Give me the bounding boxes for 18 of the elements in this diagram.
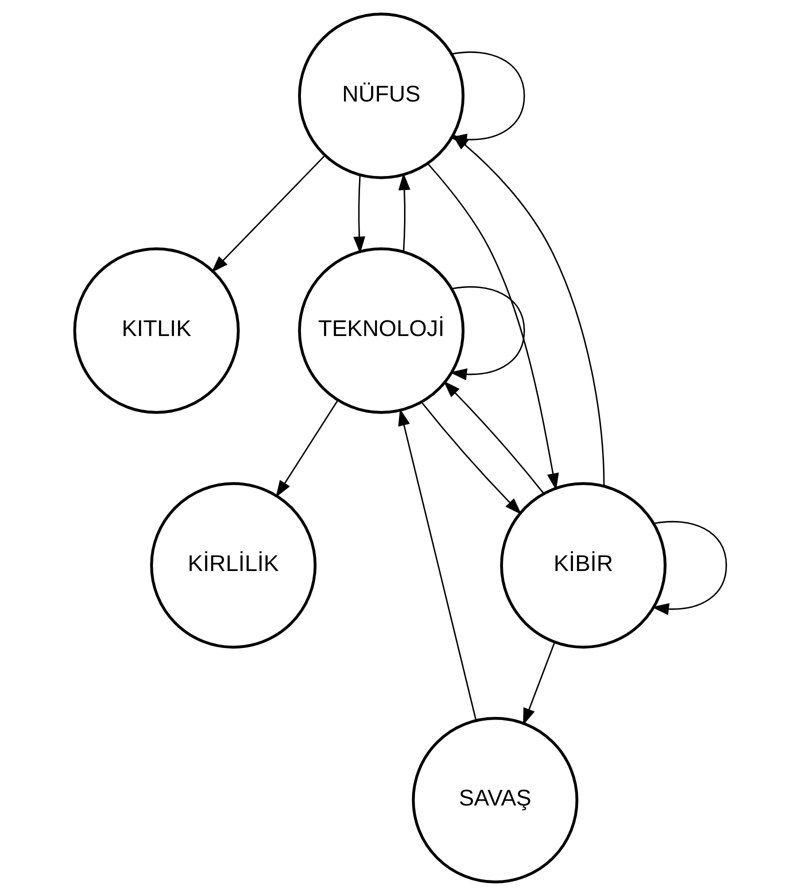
node-circle: KİRLİLİK — [150, 482, 317, 649]
node-circle: TEKNOLOJİ — [298, 247, 465, 414]
arrow — [452, 134, 605, 486]
arrow — [353, 175, 366, 254]
node-circle: KİBİR — [500, 482, 667, 649]
node-circle: KITLIK — [73, 247, 240, 414]
arrow — [398, 173, 410, 252]
arrow — [211, 155, 326, 273]
arrow — [450, 286, 525, 380]
arrow — [522, 642, 556, 726]
arrow — [398, 408, 477, 721]
node-circle: SAVAŞ — [412, 716, 578, 884]
arrow — [427, 163, 559, 490]
arrow — [276, 400, 338, 498]
arrow — [421, 402, 522, 515]
arrow — [443, 380, 544, 494]
node-circle: NÜFUS — [298, 12, 465, 180]
arrow — [652, 520, 728, 616]
